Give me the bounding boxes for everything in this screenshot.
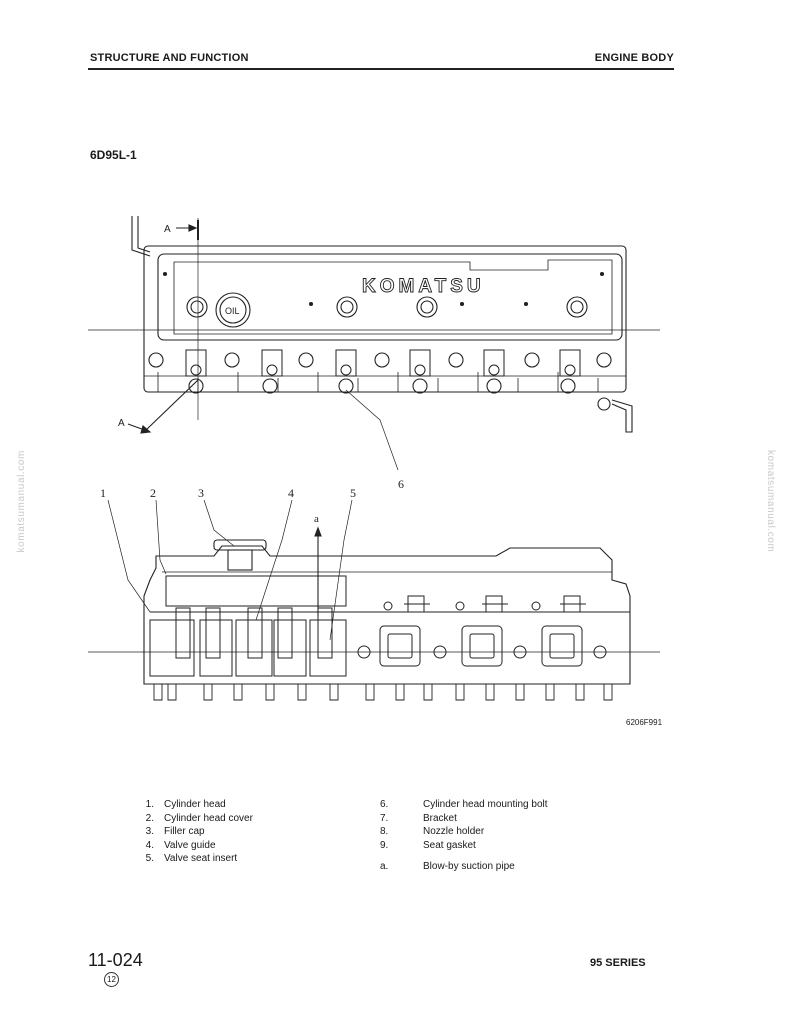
legend-num: 7.	[380, 812, 389, 824]
legend-label: Blow-by suction pipe	[423, 861, 515, 873]
legend-num: a.	[380, 861, 389, 873]
header-chapter-title: ENGINE BODY	[594, 52, 674, 64]
legend-item: 7. Bracket	[380, 812, 548, 826]
legend-num: 1.	[145, 799, 154, 810]
legend-item: 4. Valve guide	[136, 839, 253, 853]
engine-model-label: 6D95L-1	[90, 148, 137, 162]
legend-num: 8.	[380, 826, 389, 838]
legend-label: Valve seat insert	[164, 853, 238, 865]
watermark-left: komatsumanual.com	[16, 450, 27, 553]
figure-code: 6206F991	[626, 718, 663, 727]
watermark-right: komatsumanual.com	[765, 450, 776, 553]
callout-5: 5	[350, 486, 356, 500]
header-section-title: STRUCTURE AND FUNCTION	[90, 52, 249, 64]
callout-1: 1	[100, 486, 106, 500]
legend-item: 2. Cylinder head cover	[136, 812, 253, 826]
legend-label: Bracket	[423, 812, 457, 824]
legend-label: Cylinder head	[164, 799, 226, 810]
legend-num: 3.	[145, 826, 154, 838]
legend-label: Cylinder head cover	[164, 812, 253, 824]
callout-a: a	[314, 513, 319, 525]
legend-label: Seat gasket	[423, 839, 476, 851]
legend-right: 6.Cylinder head mounting bolt 7.Bracket …	[380, 798, 548, 874]
callout-3: 3	[198, 486, 204, 500]
oil-cap-lettering: OIL	[225, 306, 240, 316]
legend-item: 5. Valve seat insert	[136, 852, 253, 866]
brand-lettering: KOMATSU	[362, 276, 485, 297]
legend-item: 1. Cylinder head	[136, 798, 253, 812]
legend-num: 4.	[145, 839, 154, 851]
section-label-bottom: A	[118, 418, 125, 429]
legend-num: 9.	[380, 839, 389, 851]
legend-item: 6. Cylinder head mounting bolt	[380, 798, 548, 812]
legend-label: Cylinder head mounting bolt	[423, 799, 548, 810]
legend-num: 5.	[145, 853, 154, 865]
legend-item: 8. Nozzle holder	[380, 825, 548, 839]
legend-item: 3. Filler cap	[136, 825, 253, 839]
revision-badge: 12	[104, 972, 119, 987]
legend-label: Filler cap	[164, 826, 205, 838]
legend-left: 1. Cylinder head 2. Cylinder head cover 3.…	[136, 798, 253, 866]
legend-item: 9. Seat gasket	[380, 839, 548, 853]
legend-num: 6.	[380, 799, 389, 810]
legend-note: a. Blow-by suction pipe	[380, 860, 548, 874]
legend-label: Valve guide	[164, 839, 216, 851]
callout-4: 4	[288, 486, 294, 500]
series-label: 95 SERIES	[590, 957, 646, 969]
page-number: 11-024	[88, 950, 143, 970]
callout-6: 6	[398, 477, 404, 491]
legend-label: Nozzle holder	[423, 826, 485, 838]
header-rule	[88, 68, 674, 70]
section-label-top: A	[164, 224, 171, 235]
legend-num: 2.	[145, 812, 154, 824]
callout-2: 2	[150, 486, 156, 500]
